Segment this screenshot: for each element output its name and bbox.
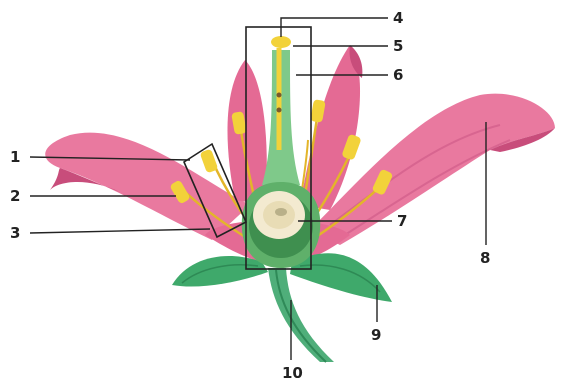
label-3: 3 [10, 224, 20, 242]
label-9: 9 [371, 326, 381, 344]
label-4: 4 [393, 9, 403, 27]
label-6: 6 [393, 66, 403, 84]
label-8: 8 [480, 249, 490, 267]
petal-back-right [300, 45, 360, 210]
label-10: 10 [282, 364, 303, 382]
label-2: 2 [10, 187, 20, 205]
stigma [271, 36, 291, 48]
label-5: 5 [393, 37, 403, 55]
leader-line-3 [30, 229, 210, 233]
label-1: 1 [10, 148, 20, 166]
label-7: 7 [397, 212, 407, 230]
petal-left [45, 133, 250, 240]
sepal-left [172, 256, 268, 287]
petal-back-left [227, 60, 266, 205]
